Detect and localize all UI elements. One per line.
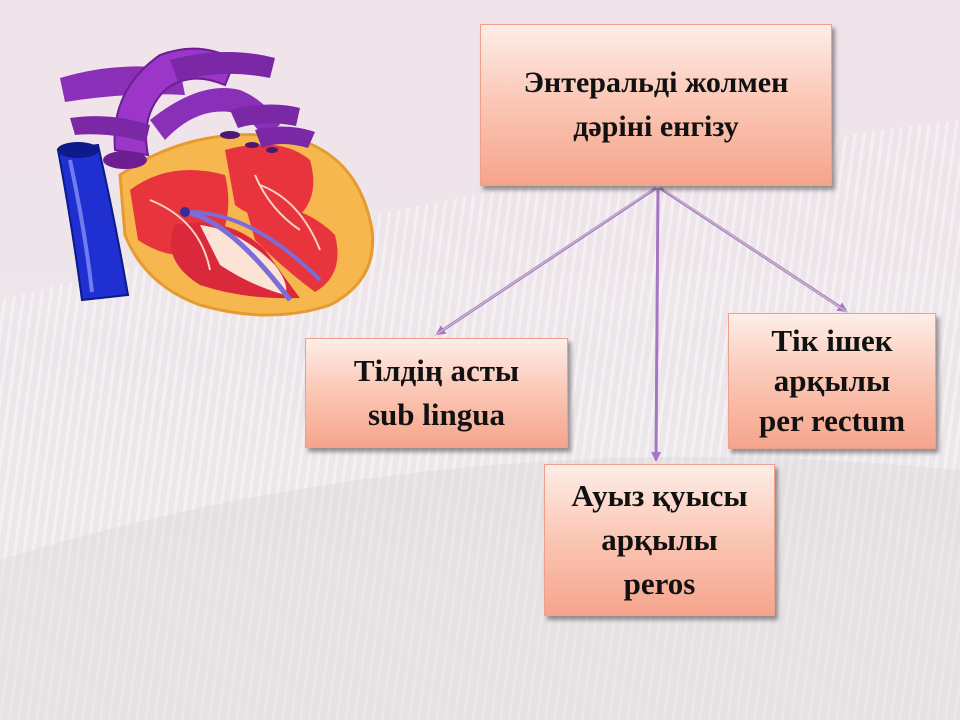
rectal-line-2: арқылы [773, 363, 891, 398]
oral-line-1: Ауыз қуысы [571, 478, 748, 513]
child-node-oral: Ауыз қуысы арқылы peros [544, 464, 775, 616]
child-node-sublingual: Тілдің асты sub lingua [305, 338, 568, 448]
root-node-line-2: дәріні енгізу [573, 110, 739, 143]
root-node-enteral-administration: Энтеральді жолмен дәріні енгізу [480, 24, 832, 186]
oral-line-2: арқылы [601, 522, 718, 557]
oral-line-3: peros [623, 566, 696, 601]
root-node-line-1: Энтеральді жолмен [523, 66, 789, 99]
connector-to-oral [651, 187, 662, 462]
child-node-rectal: Тік ішек арқылы per rectum [728, 313, 936, 449]
sublingual-line-1: Тілдің асты [353, 353, 520, 388]
sublingual-line-2: sub lingua [367, 397, 505, 432]
rectal-line-3: per rectum [758, 403, 906, 438]
rectal-line-1: Тік ішек [771, 323, 893, 358]
